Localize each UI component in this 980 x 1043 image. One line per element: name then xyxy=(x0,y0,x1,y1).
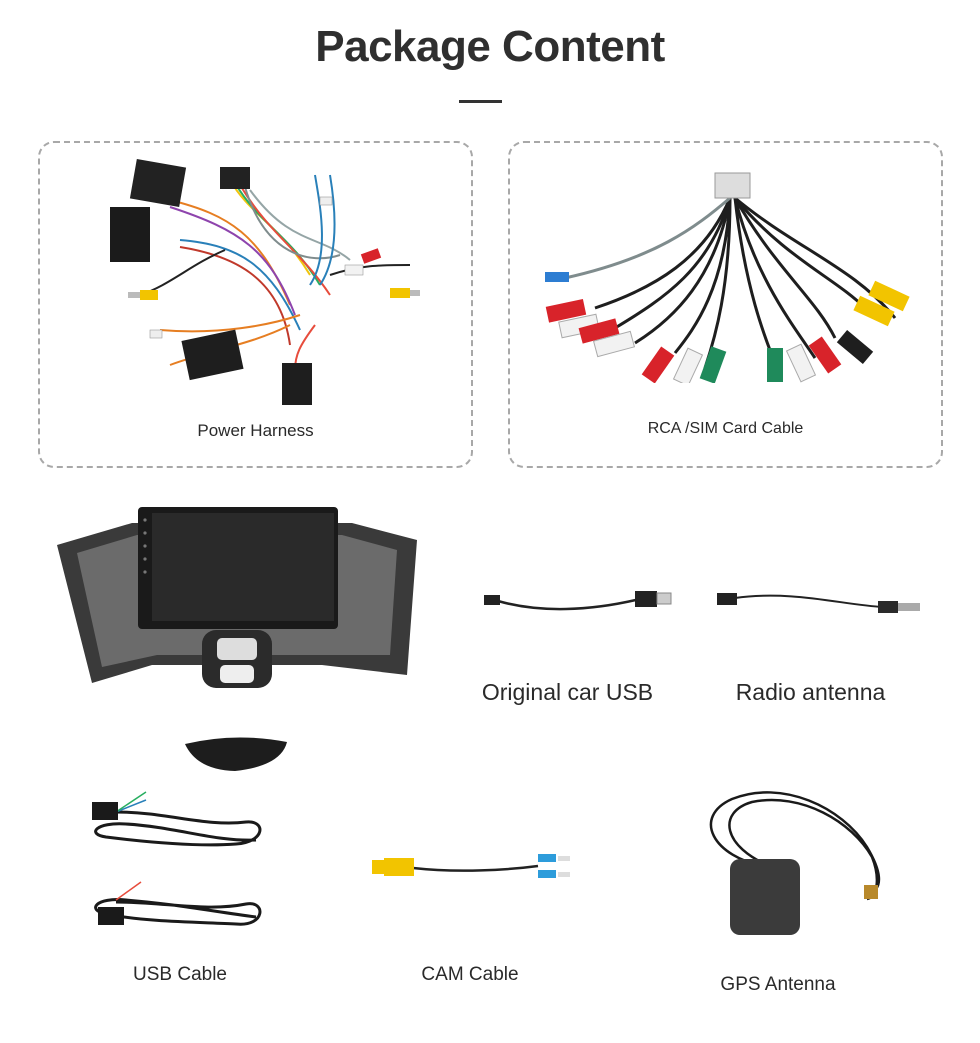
gps-antenna-image xyxy=(692,787,902,942)
rca-cable-image xyxy=(535,168,925,383)
power-harness-image xyxy=(100,155,440,410)
rca-cable-card xyxy=(508,141,943,468)
power-harness-label: Power Harness xyxy=(197,421,314,440)
original-car-usb-label: Original car USB xyxy=(481,679,654,705)
trim-piece-image xyxy=(185,736,289,772)
usb-cable-image xyxy=(86,782,271,932)
original-car-usb-image xyxy=(480,583,675,615)
rca-cable-label: RCA /SIM Card Cable xyxy=(647,420,804,437)
head-unit-image xyxy=(52,505,424,690)
power-harness-card xyxy=(38,141,473,468)
page-title: Package Content xyxy=(315,22,665,71)
cam-cable-label: CAM Cable xyxy=(421,964,519,985)
cam-cable-image xyxy=(368,848,583,893)
usb-cable-label: USB Cable xyxy=(133,964,227,985)
gps-antenna-label: GPS Antenna xyxy=(720,974,836,995)
title-underline xyxy=(459,100,502,103)
radio-antenna-image xyxy=(713,585,928,617)
radio-antenna-label: Radio antenna xyxy=(735,679,886,705)
